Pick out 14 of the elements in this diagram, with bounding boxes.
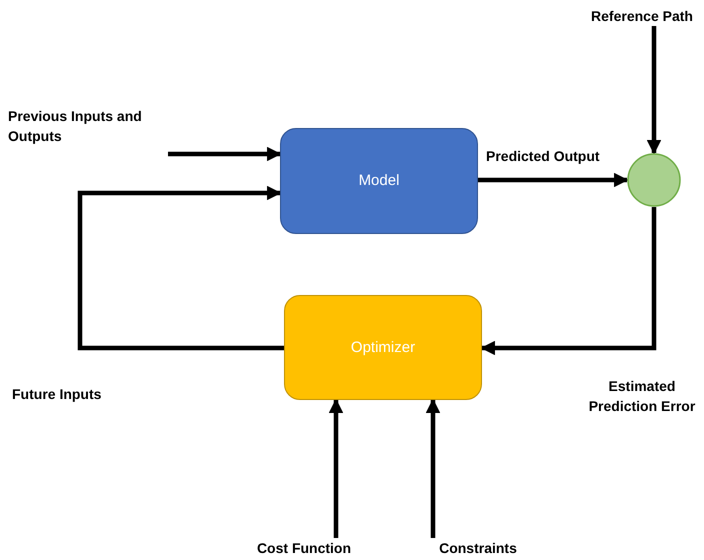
summing-circle [627, 153, 681, 207]
node-label: Cost Function [248, 538, 360, 558]
arrow [78, 186, 284, 350]
node-label: Reference Path [583, 6, 701, 26]
process-box: Model [280, 128, 478, 234]
arrow [478, 172, 628, 188]
arrow [426, 398, 440, 538]
arrow [480, 207, 656, 356]
arrow [328, 398, 344, 538]
process-box: Optimizer [284, 295, 482, 400]
node-label: Constraints [430, 538, 526, 558]
arrow [168, 146, 282, 162]
arrow [646, 26, 662, 154]
node-label: Previous Inputs and Outputs [8, 106, 168, 158]
